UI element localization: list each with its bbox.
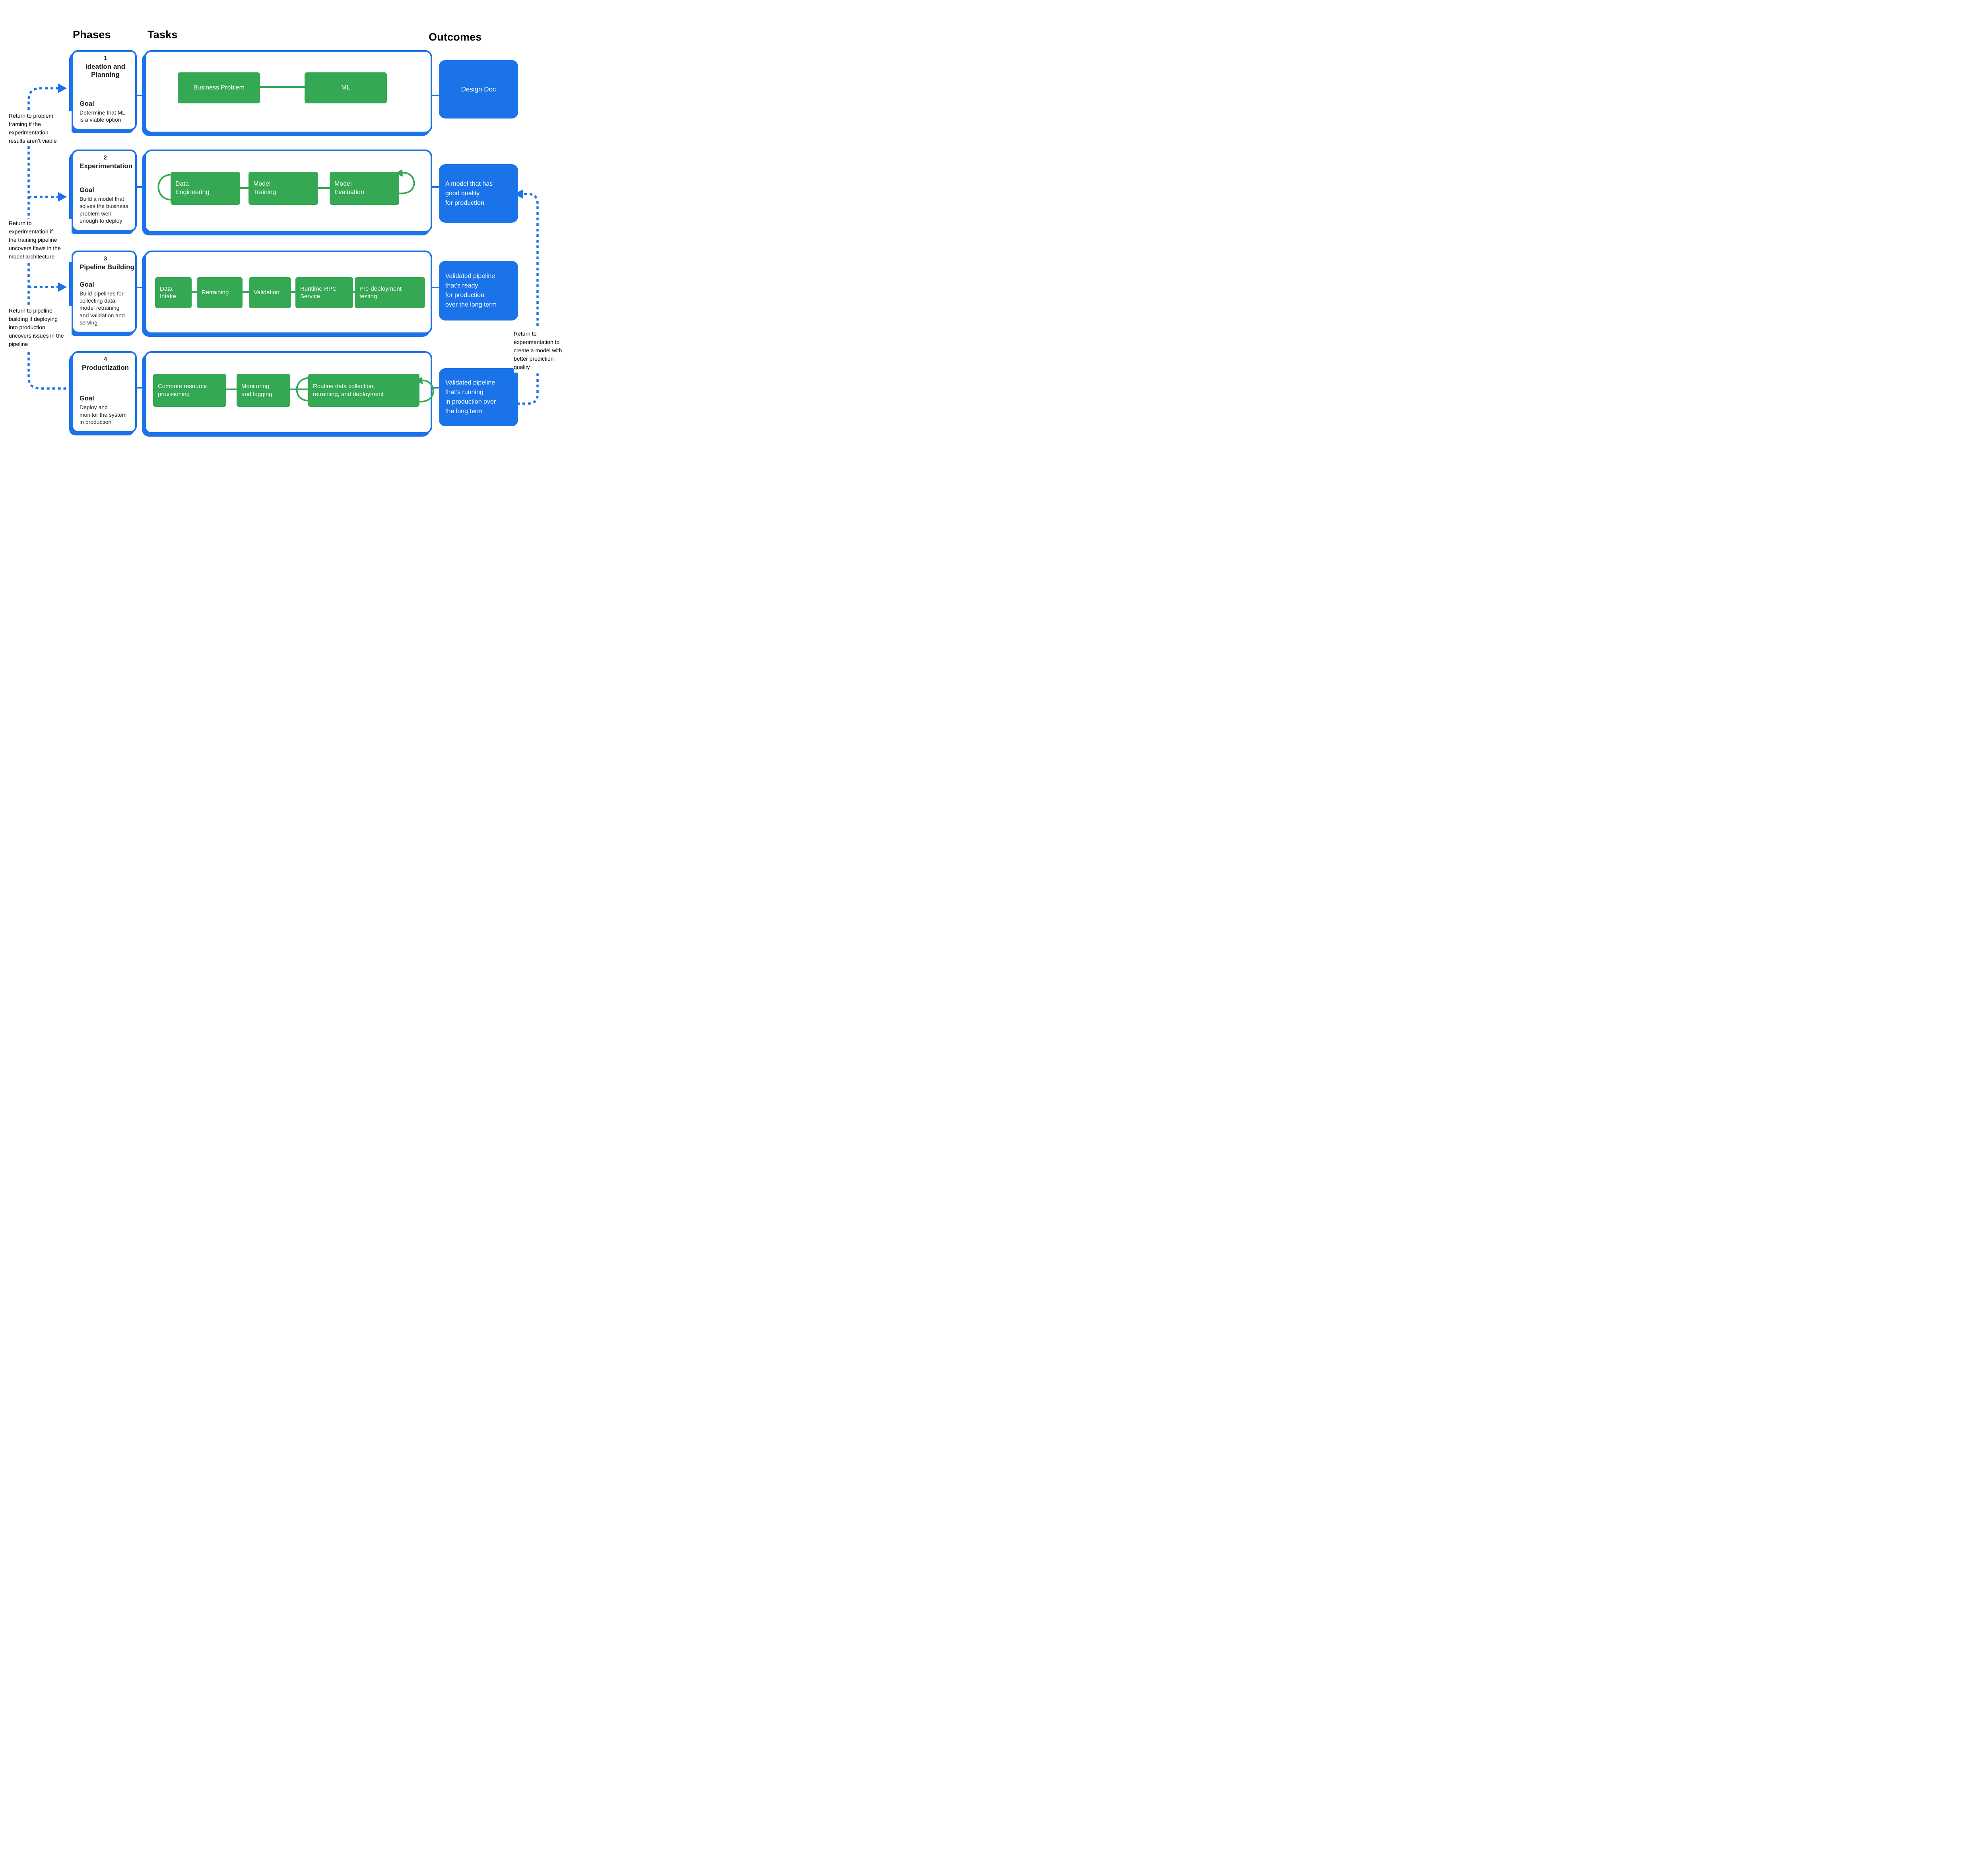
outcome-model-good-quality: A model that has good quality for produc… <box>439 164 518 223</box>
task-data-intake: Data Intake <box>155 277 192 308</box>
goal-text: Deploy and monitor the system in product… <box>80 404 127 425</box>
task-connector <box>243 291 249 293</box>
goal-label: Goal <box>80 395 94 402</box>
task-connector <box>290 389 308 390</box>
task-ml: ML <box>305 72 387 103</box>
goal-text: Build a model that solves the business p… <box>80 196 128 224</box>
task-connector <box>240 187 248 189</box>
connector-tasks-outcome1 <box>431 95 440 96</box>
arrowhead-to-phase3-icon <box>58 282 67 292</box>
tasks-header: Tasks <box>148 29 178 41</box>
phase-box-experimentation: 2 Experimentation Goal Build a model tha… <box>72 150 137 231</box>
task-model-evaluation: Model Evaluation <box>330 172 399 205</box>
phase-box-ideation: 1 Ideation and Planning Goal Determine t… <box>72 50 137 130</box>
task-connector <box>226 389 237 390</box>
connector-phase2-tasks <box>135 186 146 188</box>
task-connector <box>352 291 355 293</box>
phase-goal: Goal Determine that ML is a viable optio… <box>80 100 131 123</box>
task-connector <box>318 187 330 189</box>
task-runtime-rpc-service: Runtime RPC Service <box>295 277 353 308</box>
task-connector <box>260 86 305 88</box>
phase-title: Experimentation <box>80 162 133 170</box>
outcome-validated-pipeline-running: Validated pipeline that’s running in pro… <box>439 368 518 426</box>
outcome-design-doc: Design Doc <box>439 60 518 118</box>
phase-goal: Goal Build pipelines for collecting data… <box>80 281 131 326</box>
phase-box-productization: 4 Productization Goal Deploy and monitor… <box>72 351 137 433</box>
ml-workflow-diagram: Phases Tasks Outcomes 1 Ideation and Pla… <box>0 0 564 465</box>
connector-phase3-tasks <box>135 287 146 288</box>
phase-box-pipeline-building: 3 Pipeline Building Goal Build pipelines… <box>72 251 137 333</box>
goal-text: Determine that ML is a viable option <box>80 109 126 123</box>
phases-header: Phases <box>73 29 111 41</box>
task-connector <box>192 291 197 293</box>
goal-label: Goal <box>80 100 94 107</box>
task-retraining: Retraining <box>197 277 243 308</box>
goal-label: Goal <box>80 186 94 194</box>
phase-title: Productization <box>82 364 129 371</box>
phase-title: Ideation and Planning <box>85 63 126 79</box>
task-monitoring-and-logging: Monitoring and logging <box>237 374 290 407</box>
outcomes-header: Outcomes <box>429 31 482 43</box>
task-routine-data-collection: Routine data collection, retraining, and… <box>308 374 419 407</box>
connector-phase4-tasks <box>135 387 146 389</box>
connector-tasks-outcome2 <box>431 186 440 188</box>
task-data-engineering: Data Engineering <box>171 172 240 205</box>
connector-phase1-tasks <box>135 95 146 96</box>
arrowhead-to-phase2-icon <box>58 192 67 202</box>
phase-goal: Goal Deploy and monitor the system in pr… <box>80 395 131 425</box>
annotation-return-better-prediction: Return to experimentation to create a mo… <box>514 329 564 373</box>
phase-title: Pipeline Building <box>80 263 134 271</box>
annotation-return-experimentation: Return to experimentation if the trainin… <box>9 219 72 262</box>
phase-number: 1 <box>103 55 107 62</box>
phase-number: 2 <box>103 154 107 161</box>
annotation-return-problem-framing: Return to problem framing if the experim… <box>9 111 72 146</box>
phase-number: 3 <box>103 255 107 262</box>
task-connector <box>291 291 295 293</box>
phase-number: 4 <box>103 356 107 363</box>
goal-label: Goal <box>80 281 94 289</box>
arrowhead-to-phase1-icon <box>58 84 67 93</box>
connector-tasks-outcome4 <box>431 387 440 389</box>
goal-text: Build pipelines for collecting data, mod… <box>80 290 125 326</box>
task-pre-deployment-testing: Pre-deployment testing <box>355 277 425 308</box>
task-validation: Validation <box>249 277 291 308</box>
outcome-validated-pipeline-ready: Validated pipeline that’s ready for prod… <box>439 261 518 321</box>
task-business-problem: Business Problem <box>178 72 260 103</box>
task-model-training: Model Training <box>248 172 318 205</box>
annotation-return-pipeline-building: Return to pipeline building if deploying… <box>9 306 72 350</box>
task-compute-resource-provisioning: Compute resource provisioning <box>153 374 226 407</box>
phase-goal: Goal Build a model that solves the busin… <box>80 186 131 224</box>
connector-tasks-outcome3 <box>431 287 440 288</box>
